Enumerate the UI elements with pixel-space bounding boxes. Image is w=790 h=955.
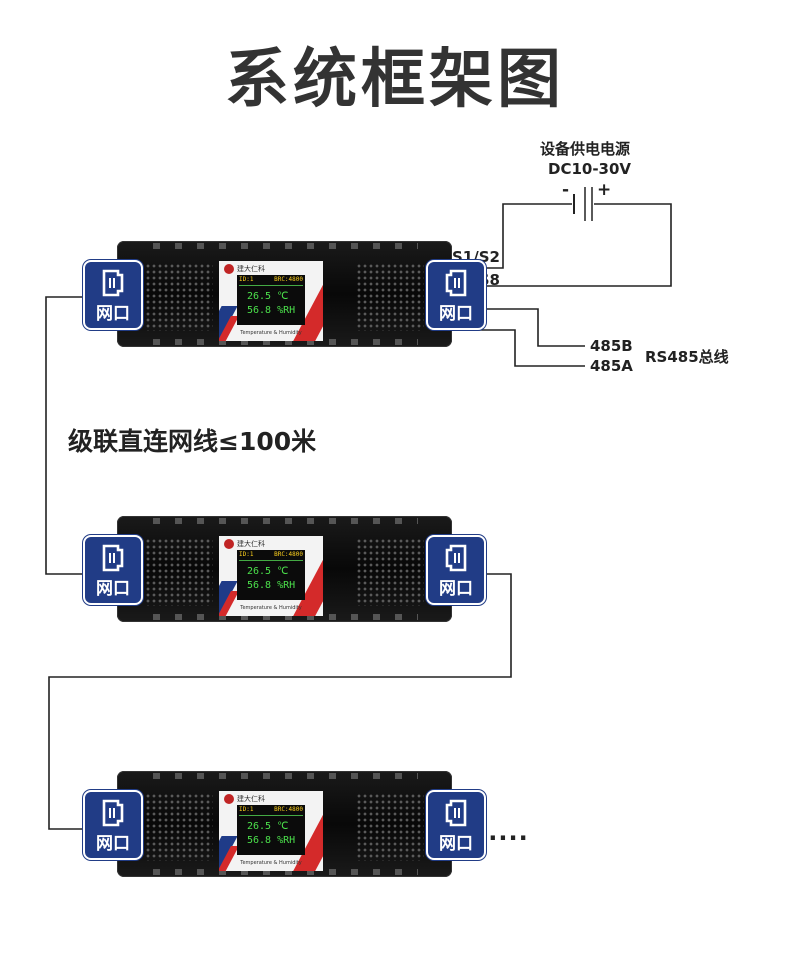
- port-label: 网口: [96, 834, 130, 854]
- page-title: 系统框架图: [225, 43, 565, 117]
- right-grille: [356, 263, 424, 331]
- top-vents: [153, 243, 418, 249]
- cascade-cable-1: [45, 296, 88, 575]
- ethernet-port-icon: [102, 799, 124, 827]
- lcd-display: ID:1 BRC:4800 26.5 ℃ 56.8 %RH: [237, 275, 305, 325]
- power-positive-wire: [448, 203, 672, 287]
- rs485-b-label: 485B: [590, 337, 633, 355]
- ethernet-port-right: 网口: [426, 790, 486, 860]
- top-vents: [153, 518, 418, 524]
- device-caption: Temperature & Humidity: [240, 605, 302, 611]
- lcd-address: ID:1: [239, 276, 254, 283]
- battery-symbol: [573, 187, 593, 221]
- rs485-b-wire: [448, 308, 585, 347]
- cascade-cable-2: [48, 573, 512, 830]
- ethernet-port-left: 网口: [83, 790, 143, 860]
- right-grille: [356, 793, 424, 861]
- rs485-a-wire: [448, 329, 585, 367]
- device-body: 建大仁科 ID:1 BRC:4800 26.5 ℃ 56.8 %RH Temper…: [117, 241, 452, 347]
- port-label: 网口: [439, 579, 473, 599]
- left-grille: [145, 538, 213, 606]
- brand-name: 建大仁科: [237, 540, 265, 548]
- lcd-address: ID:1: [239, 806, 254, 813]
- bottom-vents: [153, 869, 418, 875]
- port-label: 网口: [96, 304, 130, 324]
- device-faceplate: 建大仁科 ID:1 BRC:4800 26.5 ℃ 56.8 %RH Temper…: [219, 791, 323, 871]
- lcd-display: ID:1 BRC:4800 26.5 ℃ 56.8 %RH: [237, 805, 305, 855]
- lcd-baud: BRC:4800: [274, 551, 303, 558]
- bottom-vents: [153, 339, 418, 345]
- lcd-humidity: 56.8 %RH: [247, 305, 296, 316]
- ethernet-port-icon: [102, 544, 124, 572]
- left-grille: [145, 793, 213, 861]
- ethernet-port-right: 网口: [426, 535, 486, 605]
- lcd-temperature: 26.5 ℃: [247, 566, 289, 577]
- rs485-bus-label: RS485总线: [645, 348, 729, 366]
- ethernet-port-left: 网口: [83, 535, 143, 605]
- lcd-address: ID:1: [239, 551, 254, 558]
- brand-logo-icon: [224, 794, 234, 804]
- brand-logo-icon: [224, 264, 234, 274]
- device-caption: Temperature & Humidity: [240, 330, 302, 336]
- lcd-baud: BRC:4800: [274, 806, 303, 813]
- sensor-device-3: 建大仁科 ID:1 BRC:4800 26.5 ℃ 56.8 %RH Temper…: [83, 767, 486, 880]
- sensor-device-1: 建大仁科 ID:1 BRC:4800 26.5 ℃ 56.8 %RH Temper…: [83, 237, 486, 350]
- port-label: 网口: [439, 834, 473, 854]
- bottom-vents: [153, 614, 418, 620]
- port-label: 网口: [96, 579, 130, 599]
- right-grille: [356, 538, 424, 606]
- device-faceplate: 建大仁科 ID:1 BRC:4800 26.5 ℃ 56.8 %RH Temper…: [219, 261, 323, 341]
- power-voltage-label: DC10-30V: [548, 160, 632, 178]
- lcd-temperature: 26.5 ℃: [247, 821, 289, 832]
- ethernet-port-icon: [445, 799, 467, 827]
- lcd-humidity: 56.8 %RH: [247, 580, 296, 591]
- ethernet-port-right: 网口: [426, 260, 486, 330]
- left-grille: [145, 263, 213, 331]
- device-body: 建大仁科 ID:1 BRC:4800 26.5 ℃ 56.8 %RH Temper…: [117, 516, 452, 622]
- lcd-humidity: 56.8 %RH: [247, 835, 296, 846]
- lcd-baud: BRC:4800: [274, 276, 303, 283]
- ethernet-port-icon: [445, 544, 467, 572]
- power-supply-label: 设备供电电源: [540, 140, 631, 158]
- device-body: 建大仁科 ID:1 BRC:4800 26.5 ℃ 56.8 %RH Temper…: [117, 771, 452, 877]
- lcd-display: ID:1 BRC:4800 26.5 ℃ 56.8 %RH: [237, 550, 305, 600]
- device-faceplate: 建大仁科 ID:1 BRC:4800 26.5 ℃ 56.8 %RH Temper…: [219, 536, 323, 616]
- device-caption: Temperature & Humidity: [240, 860, 302, 866]
- power-minus-sign: -: [562, 180, 570, 200]
- ethernet-port-left: 网口: [83, 260, 143, 330]
- rs485-a-label: 485A: [590, 357, 633, 375]
- brand-name: 建大仁科: [237, 265, 265, 273]
- power-plus-sign: +: [597, 180, 612, 200]
- ethernet-port-icon: [102, 269, 124, 297]
- ethernet-port-icon: [445, 269, 467, 297]
- top-vents: [153, 773, 418, 779]
- port-label: 网口: [439, 304, 473, 324]
- brand-logo-icon: [224, 539, 234, 549]
- brand-name: 建大仁科: [237, 795, 265, 803]
- lcd-temperature: 26.5 ℃: [247, 291, 289, 302]
- sensor-device-2: 建大仁科 ID:1 BRC:4800 26.5 ℃ 56.8 %RH Temper…: [83, 512, 486, 625]
- cascade-note: 级联直连网线≤100米: [68, 427, 317, 456]
